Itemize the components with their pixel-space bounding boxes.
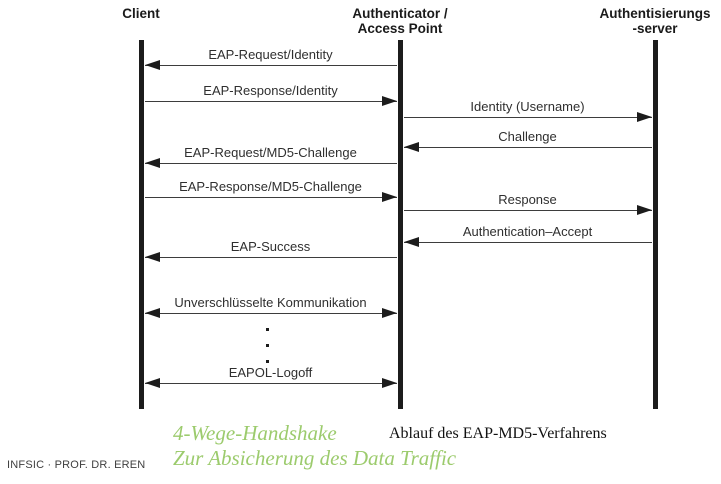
message-label: EAP-Request/Identity (208, 47, 333, 62)
ellipsis-dot (265, 328, 269, 331)
message-label: EAP-Success (230, 239, 311, 254)
ellipsis-dot (265, 360, 269, 363)
lifeline-authenticator (397, 40, 403, 409)
message-line (144, 101, 397, 103)
message-line (144, 383, 397, 385)
message-label: EAP-Response/MD5-Challenge (179, 179, 362, 194)
actor-label-line: -server (632, 21, 678, 36)
arrowhead-left-icon (144, 60, 160, 70)
ellipsis-dot (265, 344, 269, 347)
arrowhead-left-icon (144, 158, 160, 168)
handshake-caption-line2: Zur Absicherung des Data Traffic (173, 446, 457, 470)
lifeline-server (652, 40, 658, 409)
message-line (403, 147, 652, 149)
message-label: EAPOL-Logoff (228, 365, 313, 380)
actor-label-client: Client (36, 6, 246, 21)
message-label: Challenge (498, 129, 557, 144)
arrowhead-left-icon (144, 308, 160, 318)
message-line (144, 65, 397, 67)
message-label: Identity (Username) (470, 99, 585, 114)
message-label: EAP-Response/Identity (203, 83, 338, 98)
arrowhead-left-icon (403, 237, 419, 247)
handshake-caption-line1: 4-Wege-Handshake (173, 421, 337, 445)
arrowhead-right-icon (381, 378, 397, 388)
message-label: Response (498, 192, 557, 207)
footer-credit: INFSIC · PROF. DR. EREN (7, 459, 146, 471)
message-line (144, 197, 397, 199)
message-line (403, 242, 652, 244)
message-line (144, 257, 397, 259)
arrowhead-left-icon (403, 142, 419, 152)
message-label: Authentication–Accept (462, 224, 593, 239)
arrowhead-left-icon (144, 252, 160, 262)
arrowhead-right-icon (636, 205, 652, 215)
message-label: Unverschlüsselte Kommunikation (174, 295, 367, 310)
lifeline-client (138, 40, 144, 409)
message-line (403, 117, 652, 119)
arrowhead-right-icon (636, 112, 652, 122)
arrowhead-right-icon (381, 192, 397, 202)
arrowhead-left-icon (144, 378, 160, 388)
actor-label-line: Access Point (357, 21, 443, 36)
actor-label-server: Authentisierungs-server (550, 6, 721, 36)
message-line (144, 163, 397, 165)
actor-label-line: Authenticator / (352, 6, 448, 21)
actor-label-authenticator: Authenticator /Access Point (295, 6, 505, 36)
arrowhead-right-icon (381, 308, 397, 318)
message-label: EAP-Request/MD5-Challenge (184, 145, 357, 160)
actor-label-line: Client (122, 6, 160, 21)
arrowhead-right-icon (381, 96, 397, 106)
actor-label-line: Authentisierungs (599, 6, 711, 21)
message-line (144, 313, 397, 315)
message-line (403, 210, 652, 212)
diagram-caption: Ablauf des EAP-MD5-Verfahrens (389, 425, 607, 442)
